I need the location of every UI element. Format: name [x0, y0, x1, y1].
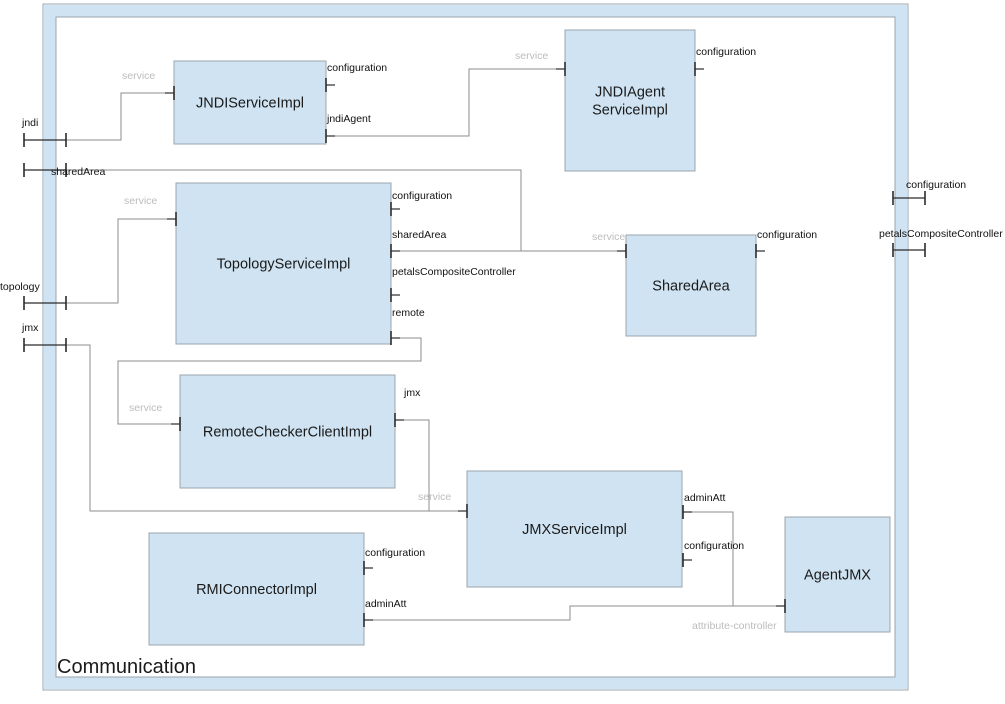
port-jndiagent-service[interactable]: service: [515, 50, 566, 76]
port-rmiconnector-configuration[interactable]: configuration: [363, 547, 425, 575]
port-jmxservice-service[interactable]: service: [418, 491, 468, 518]
component-box[interactable]: [564, 29, 696, 172]
port-label: configuration: [392, 190, 452, 202]
port-label: petalsCompositeController: [392, 266, 516, 278]
component-topology[interactable]: TopologyServiceImpl: [175, 182, 392, 345]
composite-outer-border: [42, 3, 909, 691]
component-jndiservice[interactable]: JNDIServiceImpl: [173, 60, 327, 145]
port-sharedarea-service[interactable]: service: [592, 231, 627, 258]
port-jndiservice-service[interactable]: service: [122, 70, 175, 100]
wire-jndi-to-jndiservice: [66, 92, 174, 141]
port-rmiconnector-adminatt[interactable]: adminAtt: [363, 598, 407, 627]
external-port-label: jmx: [21, 322, 39, 334]
port-sharedarea-configuration[interactable]: configuration: [755, 229, 817, 258]
external-port-label: sharedArea: [51, 166, 105, 178]
component-label: ServiceImpl: [592, 103, 668, 119]
port-jmxservice-adminatt[interactable]: adminAtt: [682, 492, 726, 519]
port-label: remote: [392, 307, 425, 319]
port-remotechecker-service[interactable]: service: [129, 402, 181, 431]
component-sharedarea[interactable]: SharedArea: [625, 234, 757, 337]
port-label: service: [122, 70, 155, 82]
component-box[interactable]: [784, 516, 891, 633]
wire-topology-to-topologysvc: [66, 218, 176, 304]
external-port-label: configuration: [906, 179, 966, 191]
wire-layer: [30, 68, 785, 621]
external-port-ext-jndi[interactable]: jndi: [21, 117, 67, 147]
port-label: jndiAgent: [326, 113, 371, 125]
port-agentjmx-attrcontroller[interactable]: attribute-controller: [692, 599, 786, 632]
component-box[interactable]: [173, 60, 327, 145]
component-label: RMIConnectorImpl: [196, 582, 317, 598]
component-label: JMXServiceImpl: [522, 522, 627, 538]
port-remotechecker-jmx[interactable]: jmx: [394, 387, 421, 427]
component-label: SharedArea: [652, 279, 730, 295]
port-label: jmx: [403, 387, 421, 399]
component-agentjmx[interactable]: AgentJMX: [784, 516, 891, 633]
port-jndiservice-jndiagent[interactable]: jndiAgent: [325, 113, 371, 143]
wire-jndiagent-to-jndiagentsvc: [326, 68, 565, 137]
port-label: configuration: [684, 540, 744, 552]
port-topology-sharedarea[interactable]: sharedArea: [390, 229, 446, 258]
port-label: configuration: [757, 229, 817, 241]
port-label: service: [515, 50, 548, 62]
port-label: configuration: [365, 547, 425, 559]
port-label: configuration: [696, 46, 756, 58]
port-label: configuration: [327, 62, 387, 74]
component-label: TopologyServiceImpl: [217, 257, 351, 273]
external-port-ext-petals[interactable]: petalsCompositeController: [879, 228, 1003, 257]
port-layer: jndi sharedArea topology jmx configuration pe…: [0, 46, 1003, 632]
component-box[interactable]: [148, 532, 365, 646]
port-label: service: [124, 195, 157, 207]
port-jndiagent-configuration[interactable]: configuration: [694, 46, 756, 76]
port-label: service: [592, 231, 625, 243]
port-topology-service[interactable]: service: [124, 195, 177, 226]
port-topology-remote[interactable]: remote: [390, 307, 425, 345]
component-label: AgentJMX: [804, 568, 871, 584]
port-label: attribute-controller: [692, 620, 777, 632]
component-box[interactable]: [179, 374, 396, 489]
component-box[interactable]: [175, 182, 392, 345]
component-label: JNDIServiceImpl: [196, 96, 304, 112]
external-port-label: topology: [0, 281, 40, 293]
port-topology-configuration[interactable]: configuration: [390, 190, 452, 216]
wire-remotechecker-jmx-to-jmxsvc: [395, 419, 467, 512]
external-port-ext-jmx[interactable]: jmx: [21, 322, 67, 352]
port-jndiservice-configuration[interactable]: configuration: [325, 62, 387, 92]
component-remotechecker[interactable]: RemoteCheckerClientImpl: [179, 374, 396, 489]
port-label: service: [129, 402, 162, 414]
composite-title-layer: Communication: [57, 656, 196, 678]
component-rmiconnector[interactable]: RMIConnectorImpl: [148, 532, 365, 646]
external-port-label: petalsCompositeController: [879, 228, 1003, 240]
external-port-ext-topology[interactable]: topology: [0, 281, 67, 310]
component-box[interactable]: [625, 234, 757, 337]
component-layer: JNDIServiceImpl JNDIAgentServiceImplTopol…: [148, 29, 891, 646]
component-box[interactable]: [466, 470, 683, 588]
composite-title: Communication: [57, 656, 196, 678]
component-jmxservice[interactable]: JMXServiceImpl: [466, 470, 683, 588]
port-jmxservice-configuration[interactable]: configuration: [682, 540, 744, 567]
component-label: RemoteCheckerClientImpl: [203, 425, 372, 441]
component-label: JNDIAgent: [595, 85, 665, 101]
external-port-ext-sharedarea[interactable]: sharedArea: [23, 163, 105, 178]
port-label: adminAtt: [684, 492, 726, 504]
port-label: adminAtt: [365, 598, 407, 610]
port-label: sharedArea: [392, 229, 446, 241]
port-label: service: [418, 491, 451, 503]
port-topology-petals[interactable]: petalsCompositeController: [390, 266, 516, 302]
wire-rmiadmin-to-agentjmx: [364, 605, 785, 621]
external-port-label: jndi: [21, 117, 38, 129]
wire-jmx-ext-to-jmxservice: [66, 344, 467, 512]
wire-remote-to-remotechecker: [117, 337, 422, 425]
external-port-ext-config[interactable]: configuration: [892, 179, 966, 205]
